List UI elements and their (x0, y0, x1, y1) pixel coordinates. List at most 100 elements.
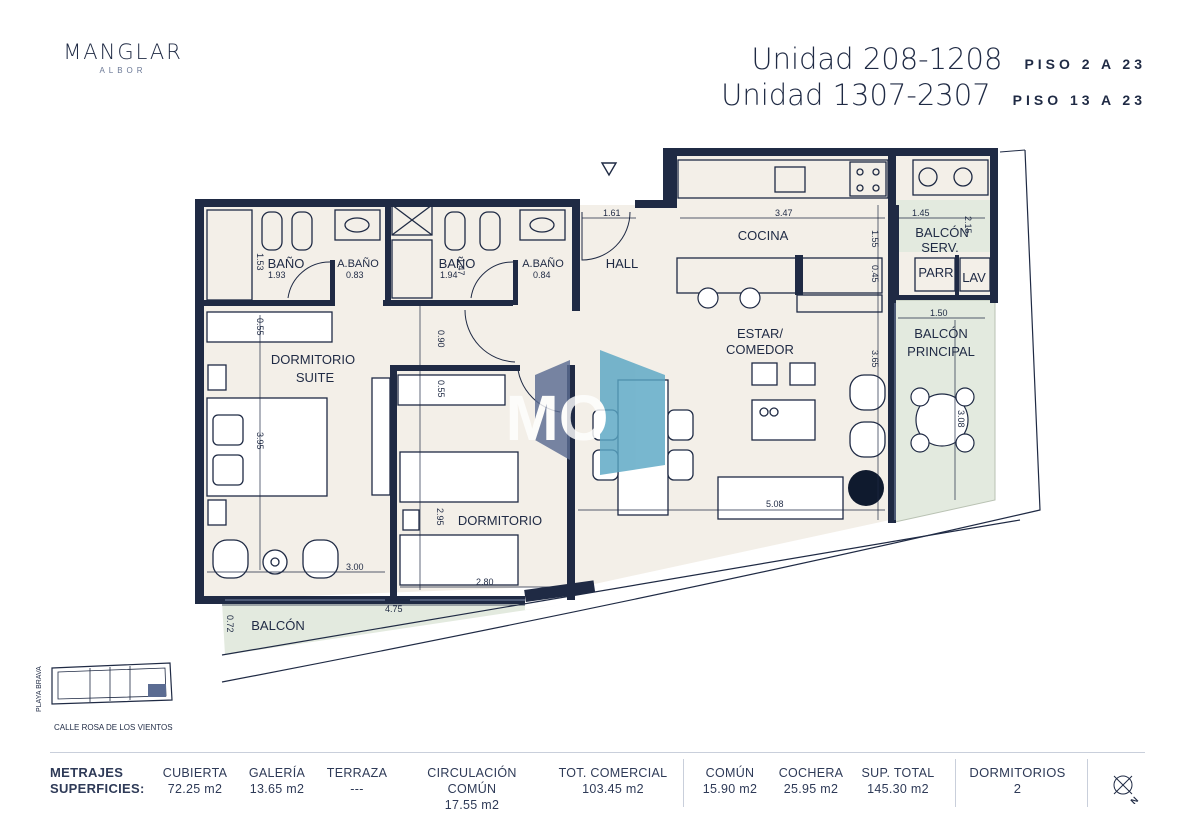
brand-logo: MANGLAR ALBOR (56, 40, 190, 75)
metric-value: 15.90 m2 (702, 782, 758, 796)
windows (225, 303, 896, 601)
key-plan: PLAYA BRAVA CALLE ROSA DE LOS VIENTOS (36, 662, 173, 732)
metric-tot-comercial: TOT. COMERCIAL 103.45 m2 (558, 765, 668, 797)
unit-heading-1: Unidad 208-1208 PISO 2 A 23 (751, 42, 1146, 76)
room-labels: BAÑO A.BAÑO BAÑO A.BAÑO HALL COCINA BALC… (251, 225, 986, 633)
dim-055-bedroom: 0.55 (436, 380, 446, 398)
entrance-marker-icon (600, 162, 618, 177)
watermark-text: MO (505, 382, 608, 454)
metric-value: 17.55 m2 (444, 798, 500, 812)
metric-label: SUP. TOTAL (861, 766, 935, 780)
dim-150: 1.50 (930, 308, 948, 318)
label-balcon-serv-1: BALCÓN (915, 225, 968, 240)
metric-value: 13.65 m2 (249, 782, 305, 796)
label-bano-1: BAÑO (268, 256, 305, 271)
dim-347: 3.47 (775, 208, 793, 218)
brand-sub: ALBOR (99, 66, 147, 75)
metric-value: 145.30 m2 (867, 782, 929, 796)
metric-value: 2 (1013, 781, 1022, 796)
dim-280: 2.80 (476, 577, 494, 587)
label-dormitorio-suite-2: SUITE (296, 370, 335, 385)
metric-label: DORMITORIOS (969, 765, 1066, 780)
metric-label: CIRCULACIÓN COMÚN (427, 766, 517, 796)
metrics-heading-1: METRAJES (50, 765, 124, 780)
metric-circulacion: CIRCULACIÓN COMÚN 17.55 m2 (402, 765, 542, 813)
floor-plan: MO 1.61 3.47 1.45 2.15 1.55 0.45 1.50 3.… (36, 148, 1041, 732)
dim-153: 1.53 (255, 253, 265, 271)
north-arrow-icon: N (1113, 775, 1141, 804)
label-dormitorio: DORMITORIO (458, 513, 542, 528)
label-abano-1: A.BAÑO (337, 257, 379, 270)
bathroom-fixtures (206, 204, 566, 301)
label-hall: HALL (606, 256, 639, 271)
bar-stools (697, 287, 761, 309)
metric-value: 72.25 m2 (167, 782, 223, 796)
unit-heading-2: Unidad 1307-2307 PISO 13 A 23 (721, 78, 1146, 112)
label-bano-2: BAÑO (439, 256, 476, 271)
label-balcon-principal-2: PRINCIPAL (907, 344, 975, 359)
metrics-bar: METRAJES SUPERFICIES: CUBIERTA 72.25 m2 … (50, 752, 1145, 812)
metrics-heading: METRAJES SUPERFICIES: (50, 765, 145, 797)
floor-range-1: PISO 2 A 23 (1024, 56, 1146, 72)
dim-155: 1.55 (870, 230, 880, 248)
metric-galeria: GALERÍA 13.65 m2 (242, 765, 312, 797)
balcony-service-floor (895, 200, 995, 252)
metric-dormitorios: DORMITORIOS 2 (965, 765, 1070, 797)
kitchen-fixtures (676, 159, 991, 313)
dim-308: 3.08 (956, 410, 966, 428)
metric-label: TERRAZA (326, 766, 388, 780)
dim-161: 1.61 (603, 208, 621, 218)
label-balcon-serv-2: SERV. (921, 240, 959, 255)
dim-508: 5.08 (766, 499, 784, 509)
dim-300: 3.00 (346, 562, 364, 572)
label-comedor: COMEDOR (726, 342, 794, 357)
metric-cochera: COCHERA 25.95 m2 (776, 765, 846, 797)
dim-090: 0.90 (436, 330, 446, 348)
metrics-divider (683, 759, 684, 807)
label-dormitorio-suite-1: DORMITORIO (271, 352, 355, 367)
dimension-lines (207, 205, 985, 606)
metric-terraza: TERRAZA --- (322, 765, 392, 797)
metric-label: GALERÍA (248, 766, 306, 780)
metric-sup-total: SUP. TOTAL 145.30 m2 (858, 765, 938, 797)
svg-text:N: N (1129, 795, 1141, 804)
floor-range-2: PISO 13 A 23 (1012, 92, 1146, 108)
metric-value: 103.45 m2 (582, 782, 644, 796)
balcony-front-floor (222, 602, 560, 655)
label-balcon-principal-1: BALCÓN (914, 326, 967, 341)
slab-edge-1 (221, 519, 1021, 656)
label-parr: PARR (918, 265, 953, 280)
street-side-label: PLAYA BRAVA (36, 666, 43, 712)
dim-365: 3.65 (870, 350, 880, 368)
dim-215: 2.15 (963, 216, 973, 234)
watermark-logo: MO (505, 350, 665, 475)
label-estar: ESTAR/ (737, 326, 783, 341)
label-lav: LAV (962, 270, 986, 285)
plant-pot (848, 470, 884, 506)
dim-055-suite: 0.55 (255, 318, 265, 336)
metric-value: 25.95 m2 (783, 782, 839, 796)
dim-475: 4.75 (385, 604, 403, 614)
metric-cubierta: CUBIERTA 72.25 m2 (160, 765, 230, 797)
label-cocina: COCINA (738, 228, 789, 243)
metrics-divider (955, 759, 956, 807)
dim-072: 0.72 (225, 615, 235, 633)
slab-edge-2 (221, 149, 1041, 683)
slab-edge-3 (999, 149, 1026, 153)
dim-045: 0.45 (870, 265, 880, 283)
label-abano-2: A.BAÑO (522, 257, 564, 270)
dim-145: 1.45 (912, 208, 930, 218)
metric-label: CUBIERTA (162, 766, 228, 780)
metric-label: TOT. COMERCIAL (558, 766, 668, 780)
dim-083: 0.83 (346, 270, 364, 280)
unit-title-1: Unidad 208-1208 (751, 42, 1003, 76)
metric-label: COMÚN (705, 766, 755, 780)
unit-title-2: Unidad 1307-2307 (721, 78, 991, 112)
dimension-labels: 1.61 3.47 1.45 2.15 1.55 0.45 1.50 3.65 … (225, 208, 973, 633)
dim-295: 2.95 (435, 508, 445, 526)
metric-comun: COMÚN 15.90 m2 (695, 765, 765, 797)
metric-label: COCHERA (778, 766, 844, 780)
dim-193: 1.93 (268, 270, 286, 280)
metric-value: --- (350, 782, 364, 796)
dim-147: 1.47 (456, 258, 466, 276)
